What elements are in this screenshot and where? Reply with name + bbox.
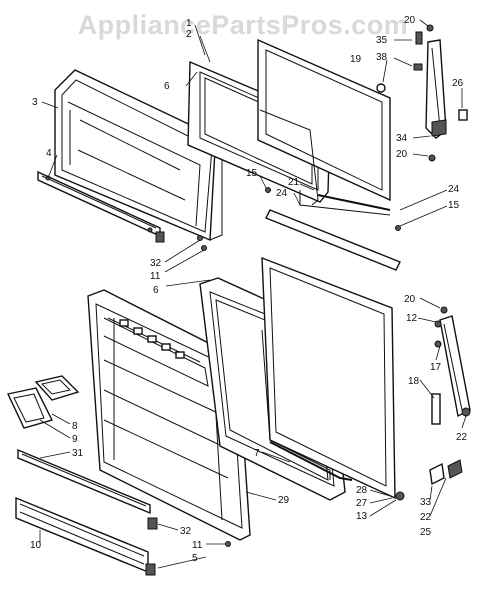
door-shelf-bar-upper <box>17 448 151 515</box>
label-15-left: 15 <box>246 168 258 179</box>
label-5: 5 <box>192 553 198 564</box>
label-20-mid: 20 <box>396 149 408 160</box>
label-17: 17 <box>430 362 442 373</box>
label-38: 38 <box>376 52 388 63</box>
label-27: 27 <box>356 498 368 509</box>
label-32-upper: 32 <box>150 258 162 269</box>
dairy-compartment <box>107 317 201 363</box>
butter-dish-lid <box>34 375 80 401</box>
freezer-rail-end-cap <box>155 231 165 243</box>
upper-hinge <box>376 24 468 162</box>
leader-lines <box>39 19 467 569</box>
label-24-left: 24 <box>276 188 288 199</box>
label-26: 26 <box>452 78 464 89</box>
label-20-lower: 20 <box>404 294 416 305</box>
label-4: 4 <box>46 148 52 159</box>
label-19: 19 <box>350 54 362 65</box>
label-33: 33 <box>420 497 432 508</box>
label-31: 31 <box>72 448 84 459</box>
label-11-upper: 11 <box>150 271 161 282</box>
label-8: 8 <box>72 421 78 432</box>
label-24-right: 24 <box>448 184 460 195</box>
label-18: 18 <box>408 376 420 387</box>
label-20-upper: 20 <box>404 15 416 26</box>
label-9: 9 <box>72 434 78 445</box>
label-1: 1 <box>186 18 192 29</box>
label-12: 12 <box>406 313 418 324</box>
door-shelf-bar-lower <box>15 496 149 574</box>
label-6-lower: 6 <box>153 285 159 296</box>
freezer-top-strip <box>265 187 401 271</box>
label-34: 34 <box>396 133 408 144</box>
label-6-upper: 6 <box>164 81 170 92</box>
label-10: 10 <box>30 540 42 551</box>
butter-dish-tray <box>6 387 54 429</box>
label-35: 35 <box>376 35 388 46</box>
fresh-food-bottom-strip <box>269 441 405 501</box>
label-22-hinge: 22 <box>456 432 468 443</box>
part-labels: 1 2 3 4 6 20 35 38 19 26 34 20 15 21 24 … <box>30 15 468 564</box>
label-13: 13 <box>356 511 368 522</box>
lower-hinge <box>431 306 471 425</box>
freezer-screws <box>197 235 207 251</box>
fresh-food-liner-frame <box>261 256 396 500</box>
label-2: 2 <box>186 29 192 40</box>
label-32-lower: 32 <box>180 526 192 537</box>
watermark: AppliancePartsPros.com <box>77 10 409 40</box>
label-28: 28 <box>356 485 368 496</box>
label-15-right: 15 <box>448 200 460 211</box>
label-11-lower: 11 <box>192 540 203 551</box>
label-21: 21 <box>288 177 300 188</box>
label-3: 3 <box>32 97 38 108</box>
bottom-hinge-parts <box>429 459 463 486</box>
freezer-liner-frame <box>257 38 391 206</box>
label-29: 29 <box>278 495 290 506</box>
label-25: 25 <box>420 527 432 538</box>
label-7: 7 <box>254 448 260 459</box>
label-22-bottom: 22 <box>420 512 432 523</box>
